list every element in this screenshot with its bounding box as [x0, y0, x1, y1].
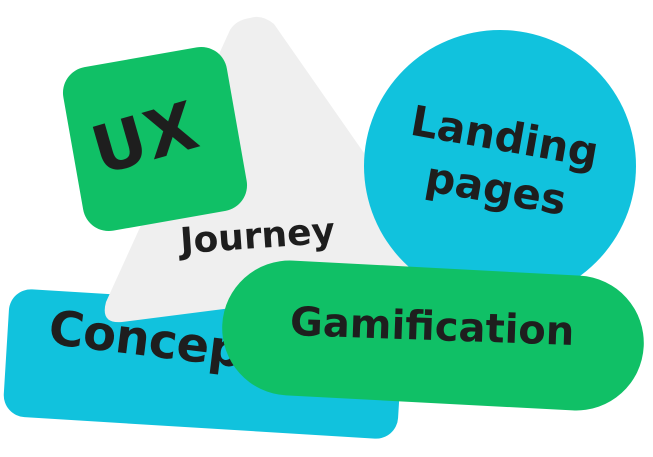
- journey-triangle-shape: [104, 16, 443, 323]
- landing-pages-circle: [364, 30, 636, 302]
